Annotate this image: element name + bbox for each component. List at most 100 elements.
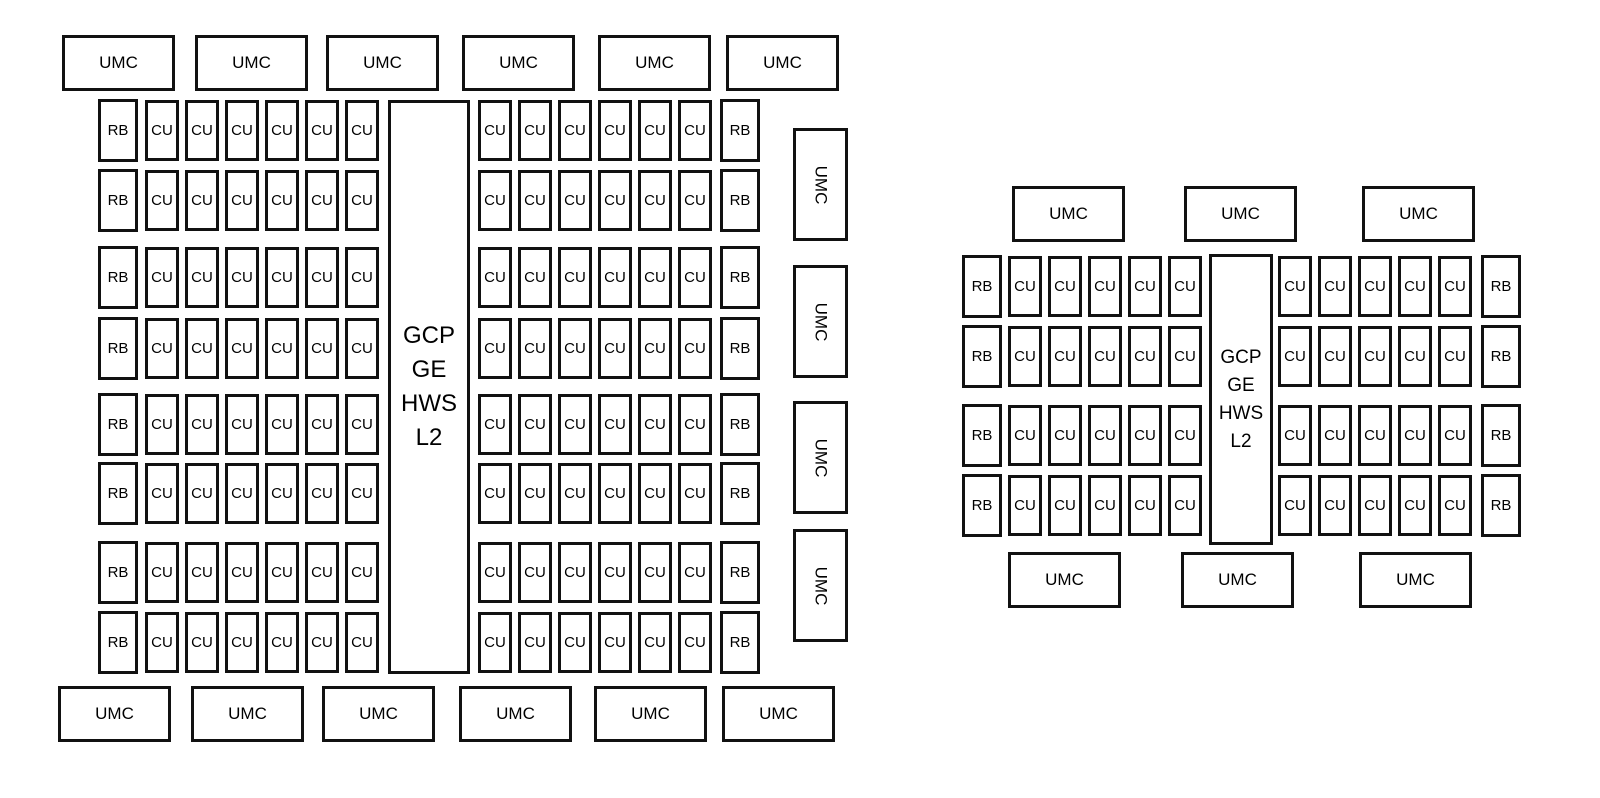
cu-block: CU — [1088, 405, 1122, 466]
cu-block-label: CU — [604, 564, 626, 581]
cu-block: CU — [145, 100, 179, 161]
cu-block: CU — [1008, 326, 1042, 387]
cu-block-label: CU — [484, 416, 506, 433]
umc-block: UMC — [1362, 186, 1475, 242]
cu-block-label: CU — [311, 416, 333, 433]
cu-block-label: CU — [151, 416, 173, 433]
cu-block: CU — [1008, 405, 1042, 466]
cu-block-label: CU — [604, 122, 626, 139]
cu-block-label: CU — [644, 485, 666, 502]
cu-block: CU — [1358, 326, 1392, 387]
cu-block-label: CU — [684, 122, 706, 139]
cu-block-label: CU — [271, 634, 293, 651]
rb-block: RB — [720, 541, 760, 604]
rb-block: RB — [98, 99, 138, 162]
cu-block: CU — [265, 100, 299, 161]
cu-block-label: CU — [151, 122, 173, 139]
rb-block-label: RB — [107, 485, 129, 502]
cu-block-label: CU — [151, 564, 173, 581]
cu-block-label: CU — [1364, 427, 1386, 444]
cu-block: CU — [598, 394, 632, 455]
cu-block-label: CU — [351, 485, 373, 502]
rb-block: RB — [1481, 325, 1521, 388]
hub-block-line: GCP — [1220, 346, 1262, 368]
cu-block-label: CU — [351, 634, 373, 651]
cu-block-label: CU — [1404, 497, 1426, 514]
cu-block: CU — [305, 463, 339, 524]
cu-block-label: CU — [271, 485, 293, 502]
cu-block: CU — [1128, 405, 1162, 466]
cu-block-label: CU — [151, 485, 173, 502]
cu-block: CU — [345, 170, 379, 231]
cu-block-label: CU — [684, 269, 706, 286]
cu-block-label: CU — [484, 564, 506, 581]
cu-block-label: CU — [351, 122, 373, 139]
cu-block: CU — [558, 463, 592, 524]
cu-block: CU — [1008, 256, 1042, 317]
rb-block: RB — [1481, 404, 1521, 467]
cu-block-label: CU — [311, 634, 333, 651]
umc-block: UMC — [459, 686, 572, 742]
cu-block-label: CU — [484, 192, 506, 209]
cu-block: CU — [678, 100, 712, 161]
cu-block: CU — [225, 612, 259, 673]
cu-block-label: CU — [1134, 497, 1156, 514]
cu-block: CU — [1398, 475, 1432, 536]
rb-block: RB — [962, 255, 1002, 318]
cu-block: CU — [305, 542, 339, 603]
cu-block-label: CU — [604, 192, 626, 209]
umc-block-label: UMC — [631, 704, 670, 723]
hub-block-line: GE — [1227, 374, 1255, 396]
cu-block: CU — [638, 170, 672, 231]
cu-block: CU — [558, 100, 592, 161]
umc-block-label: UMC — [1399, 204, 1438, 223]
rb-block: RB — [98, 462, 138, 525]
cu-block-label: CU — [684, 192, 706, 209]
cu-block: CU — [678, 318, 712, 379]
cu-block-label: CU — [1014, 427, 1036, 444]
cu-block: CU — [345, 612, 379, 673]
rb-block-label: RB — [971, 278, 993, 295]
rb-block-label: RB — [729, 340, 751, 357]
cu-block: CU — [265, 612, 299, 673]
cu-block-label: CU — [1134, 427, 1156, 444]
cu-block: CU — [678, 394, 712, 455]
cu-block-label: CU — [524, 564, 546, 581]
cu-block: CU — [1168, 475, 1202, 536]
rb-block-label: RB — [729, 634, 751, 651]
cu-block-label: CU — [484, 485, 506, 502]
cu-block-label: CU — [524, 485, 546, 502]
rb-block-label: RB — [729, 192, 751, 209]
rb-block-label: RB — [729, 416, 751, 433]
cu-block-label: CU — [311, 485, 333, 502]
cu-block-label: CU — [1174, 348, 1196, 365]
cu-block-label: CU — [1174, 278, 1196, 295]
cu-block: CU — [678, 247, 712, 308]
rb-block-label: RB — [107, 564, 129, 581]
umc-block-label: UMC — [811, 165, 831, 204]
cu-block-label: CU — [684, 634, 706, 651]
cu-block: CU — [518, 100, 552, 161]
rb-block: RB — [98, 317, 138, 380]
cu-block: CU — [638, 247, 672, 308]
rb-block: RB — [720, 169, 760, 232]
cu-block: CU — [185, 394, 219, 455]
cu-block-label: CU — [1404, 278, 1426, 295]
cu-block: CU — [345, 247, 379, 308]
umc-block: UMC — [191, 686, 304, 742]
cu-block: CU — [1398, 256, 1432, 317]
cu-block-label: CU — [231, 416, 253, 433]
cu-block: CU — [1278, 326, 1312, 387]
rb-block: RB — [720, 462, 760, 525]
rb-block: RB — [962, 474, 1002, 537]
cu-block-label: CU — [1094, 278, 1116, 295]
cu-block: CU — [678, 170, 712, 231]
cu-block-label: CU — [564, 416, 586, 433]
cu-block: CU — [345, 463, 379, 524]
cu-block: CU — [305, 247, 339, 308]
cu-block: CU — [145, 318, 179, 379]
cu-block: CU — [1358, 256, 1392, 317]
umc-block-label: UMC — [99, 53, 138, 72]
cu-block-label: CU — [1444, 427, 1466, 444]
